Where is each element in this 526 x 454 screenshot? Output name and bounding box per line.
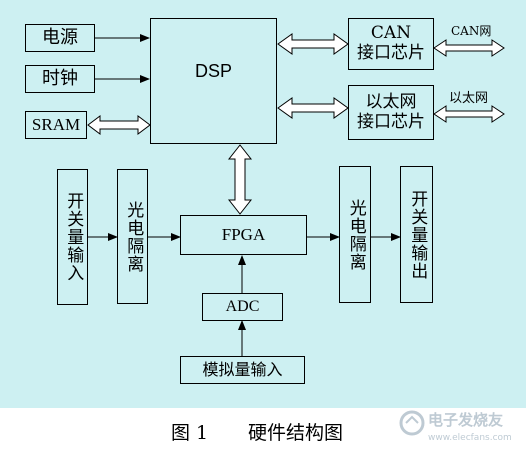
ethernet-label: 以太网 xyxy=(449,91,489,106)
analog-input-label: 模拟量输入 xyxy=(202,359,283,379)
dsp-label: DSP xyxy=(194,61,232,81)
bus-sram-dsp xyxy=(87,115,151,135)
switch-input-label: 开关量输入 xyxy=(63,192,84,282)
analog-input-block: 模拟量输入 xyxy=(180,356,305,384)
svg-text:电子发烧友: 电子发烧友 xyxy=(428,411,503,429)
bus-dsp-fpga xyxy=(227,144,253,215)
eth-chip-label: 以太网 接口芯片 xyxy=(357,91,425,132)
can-network-label: CAN网 xyxy=(451,24,492,38)
sram-label: SRAM xyxy=(31,115,81,135)
adc-label: ADC xyxy=(225,297,260,315)
power-block: 电源 xyxy=(25,24,95,52)
opto-isolator-in-label: 光电隔离 xyxy=(123,200,144,273)
bus-dsp-eth xyxy=(277,97,349,119)
eth-chip-block: 以太网 接口芯片 xyxy=(348,85,434,140)
clock-block: 时钟 xyxy=(25,65,95,93)
connection-lines xyxy=(87,33,505,356)
sram-block: SRAM xyxy=(25,111,87,139)
switch-input-block: 开关量输入 xyxy=(57,169,88,305)
clock-label: 时钟 xyxy=(42,67,78,89)
can-chip-block: CAN 接口芯片 xyxy=(348,18,434,70)
dsp-block: DSP xyxy=(150,18,277,144)
opto-isolator-out-block: 光电隔离 xyxy=(339,166,371,303)
fpga-block: FPGA xyxy=(180,215,307,255)
power-label: 电源 xyxy=(42,26,78,48)
svg-text:www.elecfans.com: www.elecfans.com xyxy=(428,433,512,443)
opto-isolator-in-block: 光电隔离 xyxy=(117,169,148,304)
figure-title: 硬件结构图 xyxy=(248,422,344,444)
bus-dsp-can xyxy=(277,33,349,55)
bus-eth-net xyxy=(433,105,505,123)
elecfans-watermark-logo: 电子发烧友 www.elecfans.com xyxy=(399,410,512,443)
switch-output-block: 开关量输出 xyxy=(400,166,433,303)
fpga-label: FPGA xyxy=(221,225,266,245)
figure-number: 图 1 xyxy=(171,422,209,444)
opto-isolator-out-label: 光电隔离 xyxy=(345,198,366,271)
bus-can-net xyxy=(433,39,505,57)
can-chip-label: CAN 接口芯片 xyxy=(357,23,425,63)
switch-output-label: 开关量输出 xyxy=(407,189,428,280)
adc-block: ADC xyxy=(202,293,283,321)
